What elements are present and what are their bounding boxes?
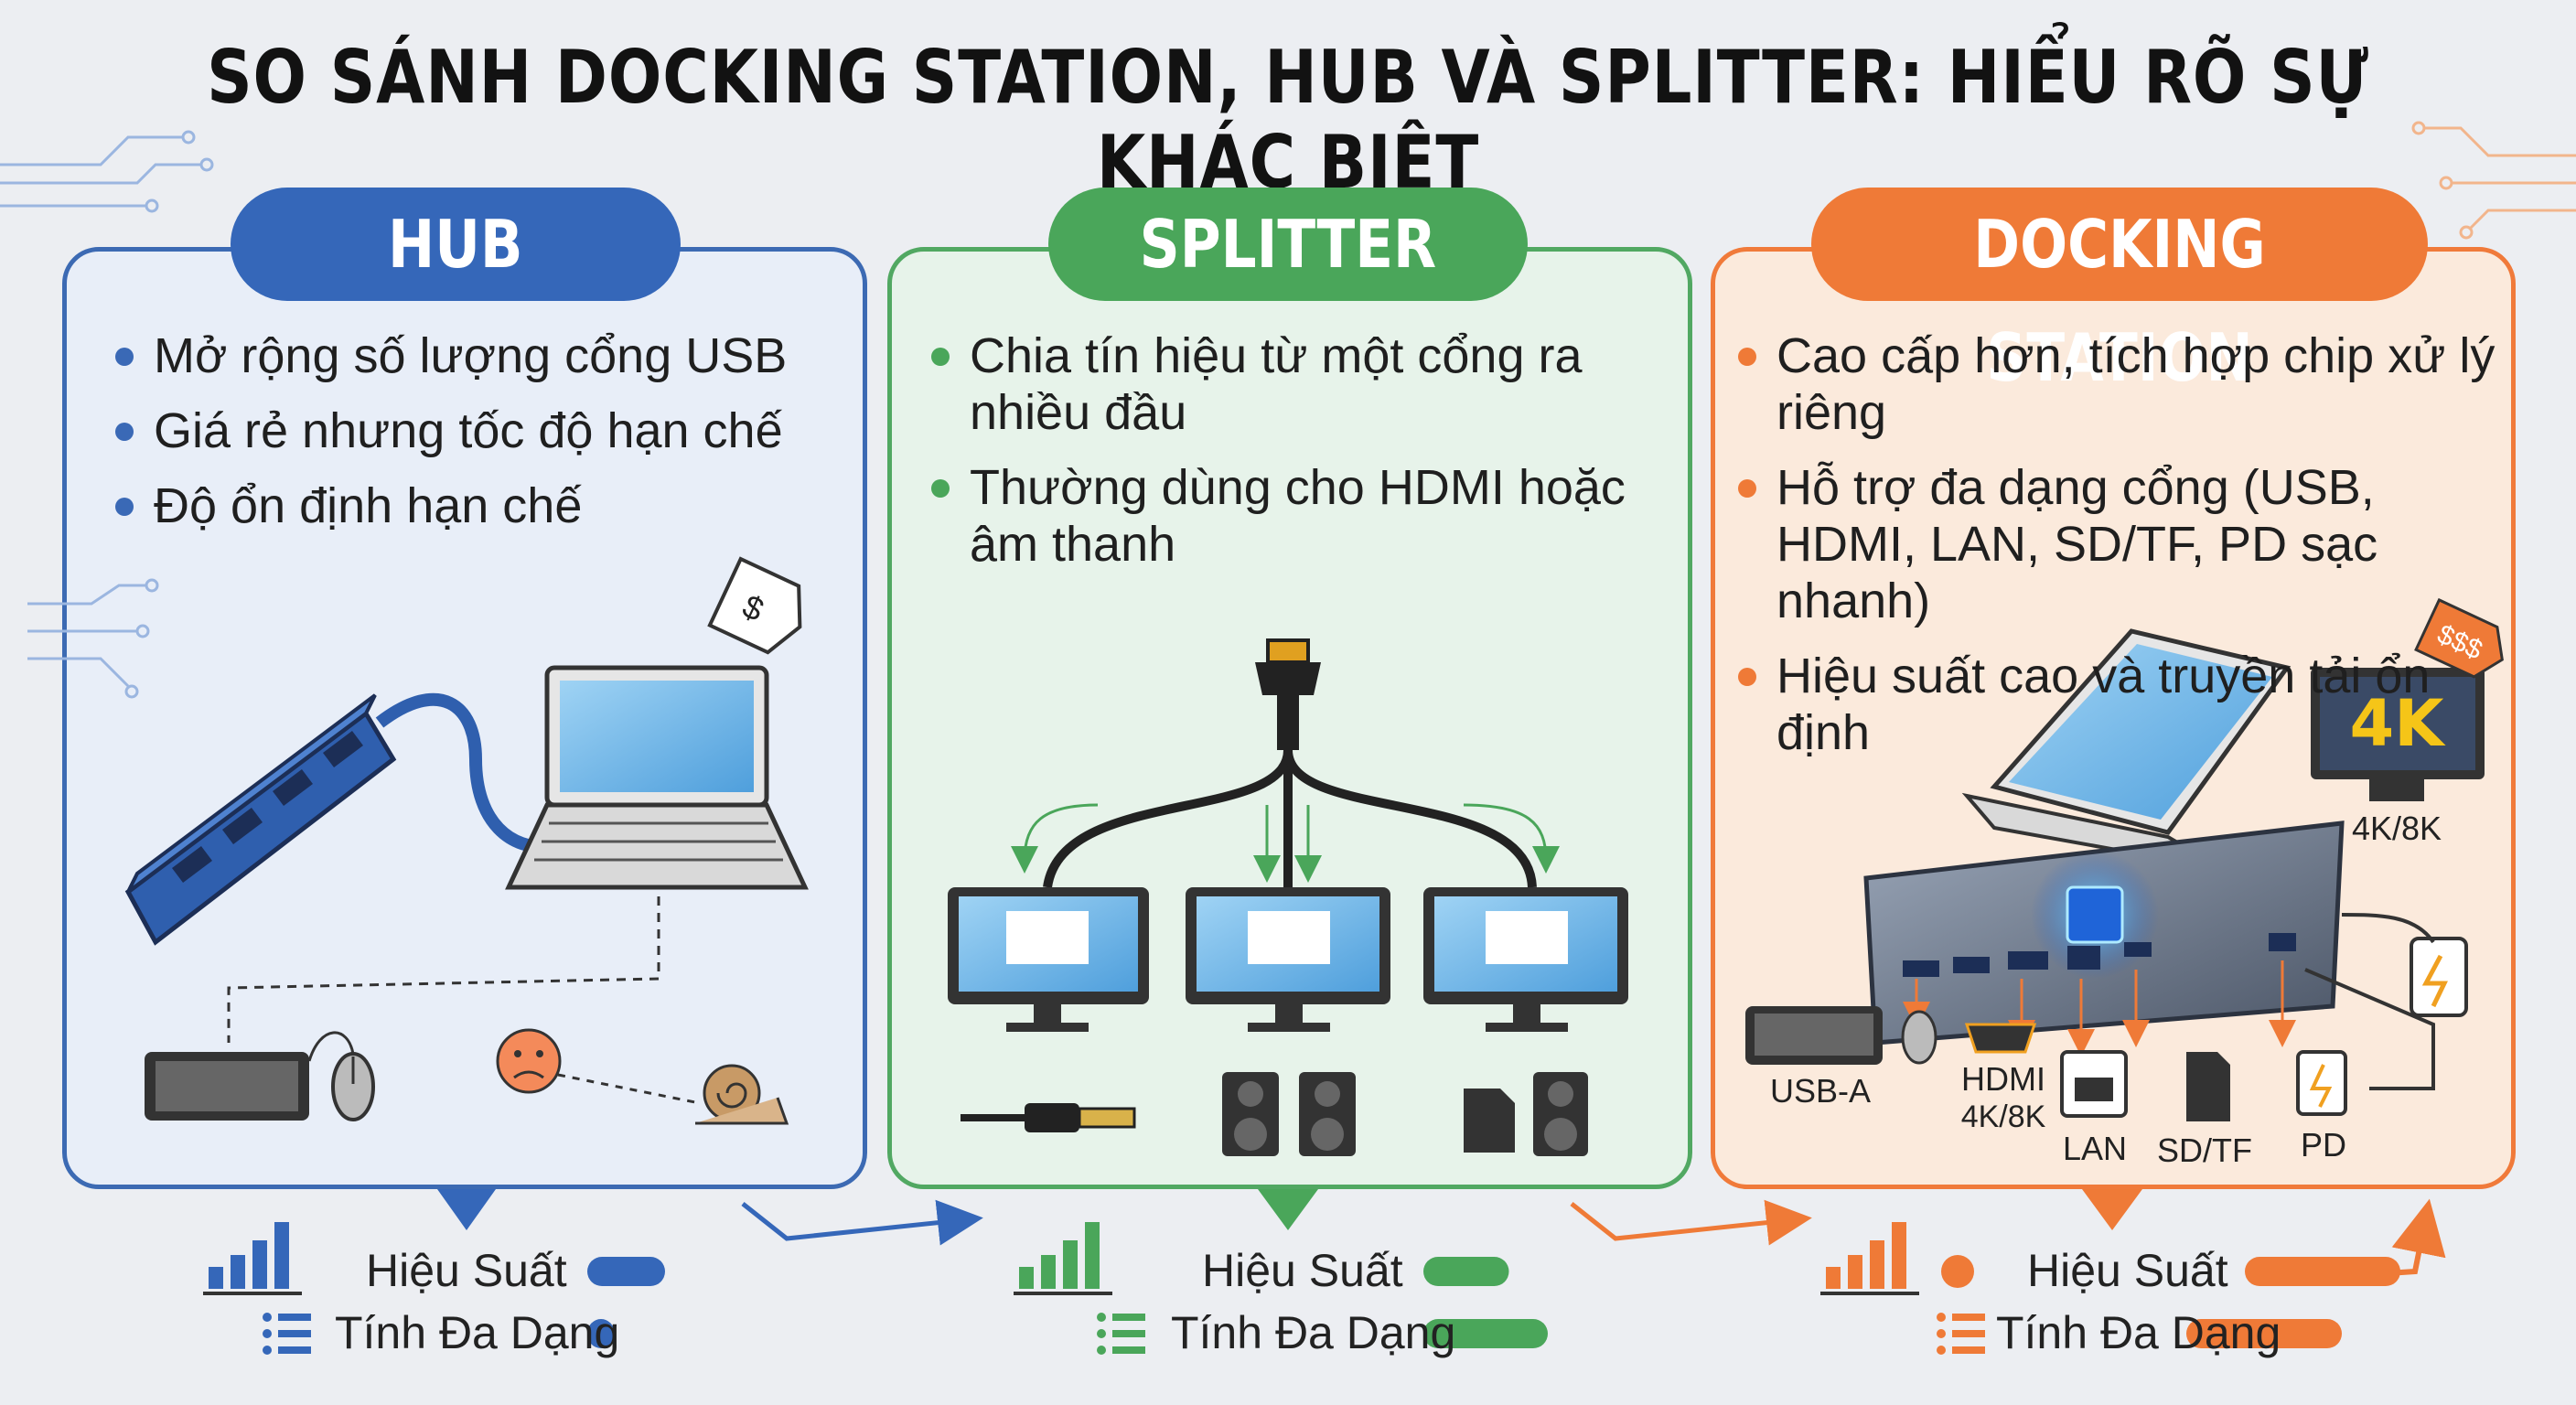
- splitter-title: SPLITTER: [1139, 206, 1437, 283]
- monitor-4k-badge: 4K: [2350, 686, 2447, 761]
- monitor-res-label: 4K/8K: [2352, 810, 2442, 847]
- hub-versatility-label: Tính Đa Dạng: [335, 1307, 620, 1358]
- audio-jack-icon: [961, 1103, 1136, 1132]
- flow-arrow-hub-splitter: [741, 1199, 983, 1246]
- snail-icon: [695, 1064, 789, 1125]
- price-tag-icon: $: [707, 556, 802, 655]
- list-item: Mở rộng số lượng cổng USB: [112, 327, 807, 384]
- list-item: Thường dùng cho HDMI hoặc âm thanh: [928, 459, 1659, 573]
- port-label-usb: USB-A: [1770, 1072, 1871, 1110]
- list-item: Chia tín hiệu từ một cổng ra nhiều đầu: [928, 327, 1659, 441]
- splitter-title-pill: SPLITTER: [1048, 188, 1528, 301]
- lan-port-icon: [2060, 1050, 2128, 1118]
- bullet-dot: [1738, 668, 1756, 686]
- dock-versatility-level-bar: [2186, 1319, 2342, 1348]
- splitter-versatility-label: Tính Đa Dạng: [1171, 1307, 1456, 1358]
- dock-pointer: [2082, 1189, 2142, 1230]
- list-icon-splitter: [1097, 1313, 1145, 1355]
- hub-performance-label: Hiệu Suất: [366, 1245, 567, 1296]
- hub-title-pill: HUB: [231, 188, 681, 301]
- splitter-performance-level-bar: [1423, 1257, 1509, 1286]
- circuit-decoration-right: [2411, 121, 2576, 240]
- hub-pointer: [437, 1189, 496, 1230]
- bar-chart-icon-splitter: [1014, 1222, 1112, 1295]
- monitor-4k-icon: [2311, 668, 2485, 801]
- dock-title: DOCKING STATION: [1973, 206, 2266, 396]
- list-item: Cao cấp hơn, tích hợp chip xử lý riêng: [1734, 327, 2521, 441]
- usb-hub-illustration: [124, 692, 550, 946]
- pd-charger-icon: [2296, 1050, 2347, 1116]
- dock-performance-dot: [1941, 1255, 1974, 1288]
- splitter-pointer: [1258, 1189, 1318, 1230]
- dock-mouse-icon: [1901, 1010, 1937, 1065]
- mouse-icon: [307, 1031, 375, 1121]
- hub-title: HUB: [388, 206, 523, 283]
- list-item: Độ ổn định hạn chế: [112, 477, 807, 534]
- bar-chart-icon-dock: [1820, 1222, 1919, 1295]
- monitor-icon-2: [1186, 887, 1390, 1032]
- hub-versatility-level-bar: [587, 1319, 615, 1348]
- docking-station-device: [1863, 820, 2345, 1046]
- port-label-hdmi: HDMI: [1961, 1060, 2045, 1098]
- bullet-dot: [115, 348, 134, 366]
- dock-performance-level-bar: [2245, 1257, 2400, 1286]
- dock-performance-label: Hiệu Suất: [2027, 1245, 2228, 1296]
- port-label-lan: LAN: [2063, 1130, 2127, 1167]
- list-icon-hub: [263, 1313, 311, 1355]
- bullet-dot: [931, 348, 950, 366]
- monitor-icon-3: [1423, 887, 1628, 1032]
- bullet-dot: [115, 498, 134, 516]
- sd-card-icon: [2186, 1052, 2230, 1121]
- monitor-icon-1: [948, 887, 1149, 1032]
- bullet-dot: [115, 423, 134, 441]
- charger-icon: [2410, 937, 2468, 1017]
- page-title: SO SÁNH DOCKING STATION, HUB VÀ SPLITTER…: [207, 35, 2369, 205]
- speakers-icon: [1222, 1072, 1356, 1156]
- keyboard-icon: [145, 1052, 309, 1121]
- flow-arrow-splitter-dock: [1570, 1199, 1812, 1246]
- price-tag-premium-icon: $$$: [2414, 597, 2504, 679]
- dock-versatility-label: Tính Đa Dạng: [1996, 1307, 2281, 1358]
- list-item: Giá rẻ nhưng tốc độ hạn chế: [112, 402, 807, 459]
- dock-keyboard-icon: [1745, 1006, 1883, 1065]
- port-label-sd: SD/TF: [2157, 1132, 2252, 1169]
- circuit-decoration-left: [0, 130, 214, 699]
- sad-face-icon: [496, 1028, 562, 1094]
- dock-bullet-list: Cao cấp hơn, tích hợp chip xử lý riêng H…: [1734, 327, 2521, 779]
- list-item: Hiệu suất cao và truyền tải ổn định: [1734, 648, 2521, 761]
- splitter-performance-label: Hiệu Suất: [1202, 1245, 1403, 1296]
- splitter-bullet-list: Chia tín hiệu từ một cổng ra nhiều đầu T…: [928, 327, 1659, 591]
- sd-card-speaker-icon: [1464, 1072, 1588, 1156]
- bar-chart-icon-hub: [203, 1222, 302, 1295]
- hdmi-port-icon: [1964, 1023, 2037, 1054]
- hdmi-connector-icon: [1255, 638, 1321, 750]
- list-icon-dock: [1937, 1313, 1985, 1355]
- hub-performance-level-bar: [587, 1257, 665, 1286]
- hub-bullet-list: Mở rộng số lượng cổng USB Giá rẻ nhưng t…: [112, 327, 807, 552]
- splitter-versatility-level-bar: [1423, 1319, 1548, 1348]
- bullet-dot: [931, 479, 950, 498]
- list-item: Hỗ trợ đa dạng cổng (USB, HDMI, LAN, SD/…: [1734, 459, 2521, 629]
- bullet-dot: [1738, 348, 1756, 366]
- laptop-hub-illustration: [505, 665, 809, 890]
- bullet-dot: [1738, 479, 1756, 498]
- dock-title-pill: DOCKING STATION: [1811, 188, 2428, 396]
- port-label-pd: PD: [2301, 1126, 2346, 1164]
- port-label-hdmi-res: 4K/8K: [1961, 1099, 2046, 1134]
